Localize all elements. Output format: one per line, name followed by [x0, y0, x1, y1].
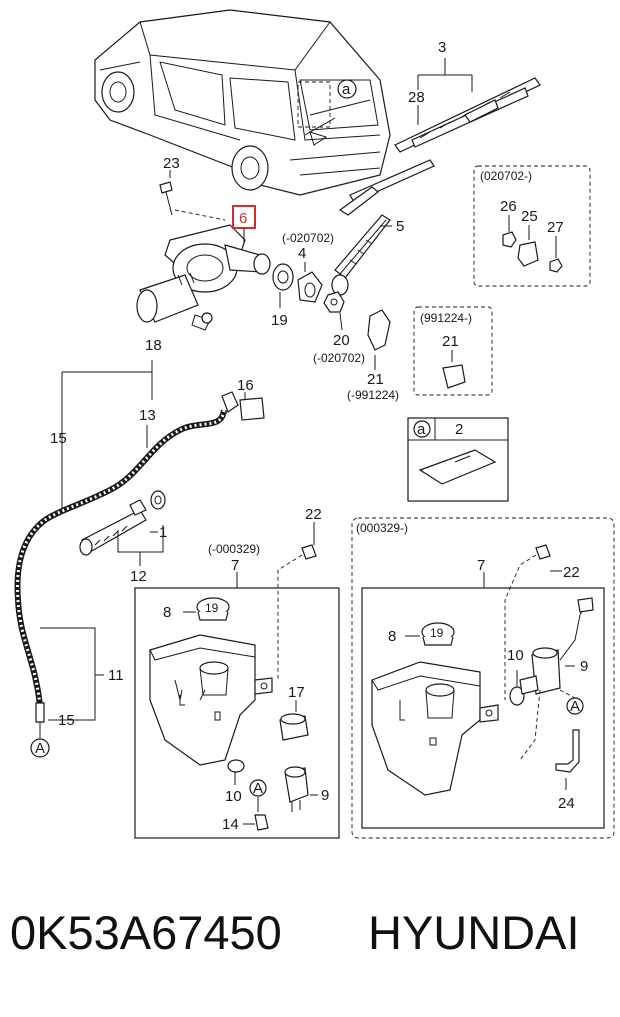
- footer: 0K53A67450 HYUNDAI: [0, 905, 620, 985]
- callout-15b: 15: [58, 712, 75, 729]
- callout-23: 23: [163, 155, 180, 172]
- ref-a-box-circle: [413, 420, 431, 438]
- box-991224-date: (991224-): [420, 311, 472, 325]
- washer-tank-left: [149, 634, 273, 766]
- date-tank-right: (000329-): [356, 521, 408, 535]
- callout-26: 26: [500, 198, 517, 215]
- ref-A-tank: A: [253, 780, 263, 797]
- callout-28: 28: [408, 89, 425, 106]
- wiper-arm: [331, 159, 435, 296]
- callout-5: 5: [396, 218, 404, 235]
- box-020702: [473, 165, 591, 287]
- callout-22b: 22: [563, 564, 580, 581]
- callout-27: 27: [547, 219, 564, 236]
- cap-label-b: 19: [430, 626, 444, 640]
- callout-14: 14: [222, 816, 239, 833]
- callout-12: 12: [130, 568, 147, 585]
- callout-9a: 9: [321, 787, 329, 804]
- grommet-10a: [227, 759, 245, 773]
- callout-10b: 10: [507, 647, 524, 664]
- callout-2: 2: [455, 421, 463, 438]
- callout-8a: 8: [163, 604, 171, 621]
- callout-18: 18: [145, 337, 162, 354]
- ref-A-right: A: [570, 698, 580, 715]
- callout-20: 20: [333, 332, 350, 349]
- box-991224: [413, 306, 493, 396]
- bolt-22b: [535, 544, 551, 560]
- callout-7b: 7: [477, 557, 485, 574]
- leader-18: [61, 360, 153, 510]
- ref-A-hose-circle: [30, 738, 50, 758]
- hose-24: [555, 729, 580, 773]
- leader-11: [40, 627, 104, 721]
- ref-A-hose: A: [35, 740, 45, 757]
- ref-a-car: a: [342, 81, 351, 98]
- callout-9b: 9: [580, 658, 588, 675]
- callout-24: 24: [558, 795, 575, 812]
- van-illustration: [94, 9, 391, 196]
- callout-21b: 21: [442, 333, 459, 350]
- decal-2: [418, 449, 497, 485]
- date-20: (-020702): [313, 351, 365, 365]
- tank-box-right-dashed: [351, 517, 615, 839]
- wiper-blade: [394, 77, 541, 153]
- callout-21: 21: [367, 371, 384, 388]
- washer-tank-right: [371, 661, 499, 796]
- clip-21b: [442, 364, 466, 389]
- leader-12: [117, 525, 164, 566]
- nut-26: [502, 231, 517, 248]
- callout-3: 3: [438, 39, 446, 56]
- nut-27: [549, 258, 563, 273]
- bolt-23: [159, 181, 173, 194]
- ref-a-box: a: [417, 421, 426, 438]
- date-21: (-991224): [347, 388, 399, 402]
- cap-25: [517, 241, 539, 267]
- ref-a-car-circle: [337, 79, 357, 99]
- clip-21: [367, 309, 391, 351]
- bolt-22a: [301, 544, 317, 560]
- part-4: [297, 271, 323, 303]
- callout-15a: 15: [50, 430, 67, 447]
- callout-17: 17: [288, 684, 305, 701]
- callout-22a: 22: [305, 506, 322, 523]
- cap-19: [272, 263, 294, 291]
- box-020702-date: (020702-): [480, 169, 532, 183]
- leader-28: [417, 58, 446, 125]
- callout-7a: 7: [231, 557, 239, 574]
- callout-19: 19: [271, 312, 288, 329]
- part-number: 0K53A67450: [10, 906, 282, 959]
- leader-20: [339, 312, 343, 331]
- date-tank-left: (-000329): [208, 542, 260, 556]
- callout-4: 4: [298, 245, 306, 262]
- connector-14: [254, 814, 269, 831]
- callout-25: 25: [521, 208, 538, 225]
- callout-16: 16: [237, 377, 254, 394]
- grommet-10b: [509, 686, 525, 706]
- cap-label-a: 19: [205, 601, 219, 615]
- callout-13: 13: [139, 407, 156, 424]
- brand-name: HYUNDAI: [368, 906, 580, 959]
- date-4: (-020702): [282, 231, 334, 245]
- wiper-motor: [136, 224, 271, 331]
- callout-6: 6: [239, 210, 247, 227]
- callout-10a: 10: [225, 788, 242, 805]
- washer-hose: [14, 391, 265, 723]
- callout-11: 11: [108, 667, 124, 684]
- nut-20: [323, 291, 345, 313]
- leader-3: [417, 74, 473, 92]
- ref-A-tank-circle: [249, 779, 267, 797]
- callout-8b: 8: [388, 628, 396, 645]
